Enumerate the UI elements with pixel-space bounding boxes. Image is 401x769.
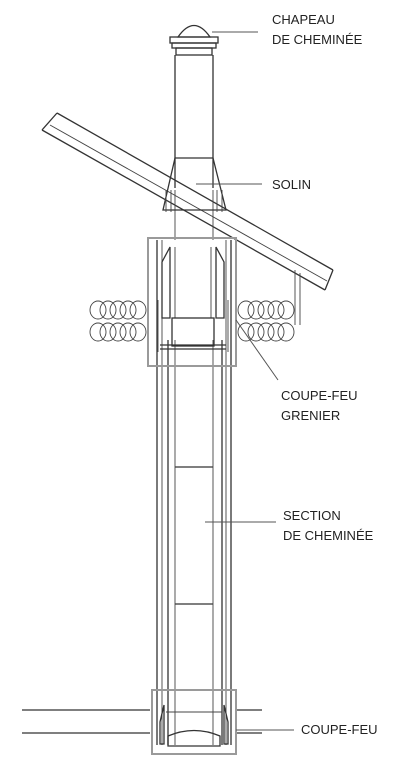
ceiling-joists <box>22 709 262 734</box>
label-chimney-section-line1: SECTION <box>283 508 341 523</box>
bottom-firestop-highlight-box <box>151 689 237 755</box>
chimney-pipe <box>156 55 232 745</box>
label-cap-line1: CHAPEAU <box>272 12 335 27</box>
label-flashing: SOLIN <box>272 177 311 192</box>
chimney-section-joints <box>174 340 214 745</box>
label-firestop: COUPE-FEU <box>301 722 378 737</box>
label-chimney-section-line2: DE CHEMINÉE <box>283 528 374 543</box>
roof <box>41 112 334 325</box>
bottom-firestop-detail <box>151 689 237 755</box>
insulation-left <box>89 300 147 342</box>
flashing-icon <box>162 157 227 212</box>
labels: CHAPEAU DE CHEMINÉE SOLIN COUPE-FEU GREN… <box>272 12 378 737</box>
insulation-right <box>237 300 295 342</box>
attic-firestop-detail <box>147 237 237 367</box>
label-attic-firestop-line2: GRENIER <box>281 408 340 423</box>
label-attic-firestop-line1: COUPE-FEU <box>281 388 358 403</box>
label-cap-line2: DE CHEMINÉE <box>272 32 363 47</box>
attic-firestop-highlight-box <box>147 237 237 367</box>
leader-attic-firestop <box>235 319 279 381</box>
leader-lines <box>196 31 294 731</box>
chimney-cap-icon <box>169 24 219 56</box>
